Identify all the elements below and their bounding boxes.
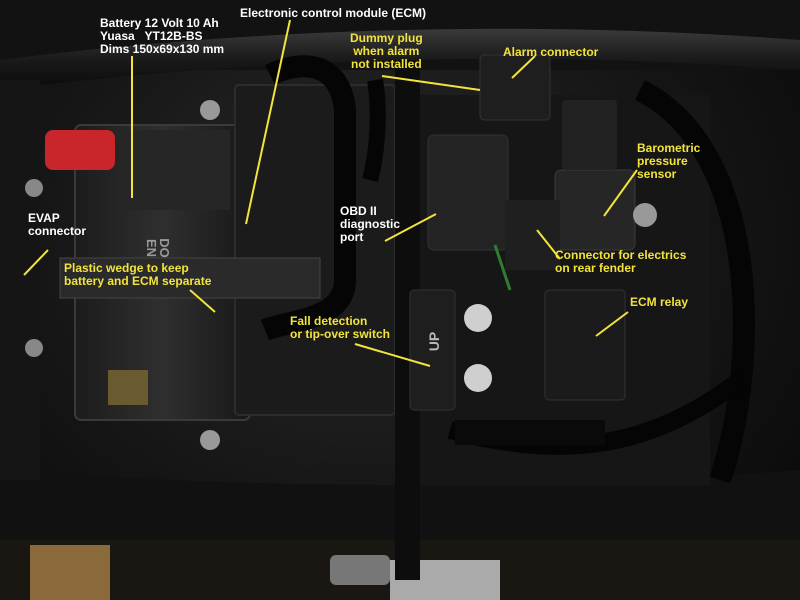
alarm-connector-leader [511,55,536,79]
ecm-leader [245,19,291,225]
dummy-plug-leader [381,75,481,91]
plastic-wedge [59,257,321,299]
battery-terminal-cap [45,130,115,170]
left-bolt-lower [25,339,43,357]
rear-fender-connector-label: Connector for electrics on rear fender [555,248,687,275]
battery-negative-terminal [108,370,148,405]
battery-top-vents [120,130,230,210]
green-wire [493,244,512,291]
barometric-leader [603,169,638,217]
plastic-wedge-label: Plastic wedge to keep battery and ECM se… [64,261,212,288]
barometric-sensor [554,169,636,251]
leader-lines [23,19,638,367]
rear-fender-leader [536,229,561,260]
evap-connector-label: EVAP connector [28,211,87,238]
tip-over-switch [409,289,456,411]
wedge-leader [189,289,216,313]
ecm-relay-leader [595,311,629,337]
ecm-relay [544,289,626,401]
battery-marking: DO EN [143,238,172,258]
obd-port [427,134,509,251]
obd-port-label: OBD II diagnostic port [340,204,401,244]
dummy-plug-label: Dummy plug when alarm not installed [350,31,423,71]
evap-leader [23,249,49,276]
sensor-bolt [633,203,657,227]
fall-detection-leader [354,343,431,367]
barometric-connector [562,100,617,170]
battery-label: Battery 12 Volt 10 Ah Yuasa YT12B-BS Dim… [100,16,225,56]
battery-bolt-top [200,100,220,120]
alarm-connector-label: Alarm connector [503,45,599,59]
bolt-bracket [330,555,390,585]
ecm-relay-label: ECM relay [630,295,689,309]
barometric-sensor-label: Barometric pressure sensor [637,141,701,181]
left-bolt-upper [25,179,43,197]
cable-tie-area [455,420,605,445]
rear-harness [634,80,755,484]
ecm-harness [260,55,356,341]
fall-detection-label: Fall detection or tip-over switch [290,314,391,341]
switch-screw-1 [464,304,492,332]
rear-fender-connector [505,200,560,270]
battery-bolt-bottom [200,430,220,450]
wood-block [30,545,110,600]
alarm-connector-block [479,54,551,121]
obd-leader [384,213,437,242]
left-side-frame [0,80,40,480]
switch-up-marking: UP [426,331,443,352]
ecm-label: Electronic control module (ECM) [240,6,427,20]
upper-frame-tube [0,28,800,90]
switch-screw-2 [464,364,492,392]
ecm-harness-2 [362,78,386,183]
